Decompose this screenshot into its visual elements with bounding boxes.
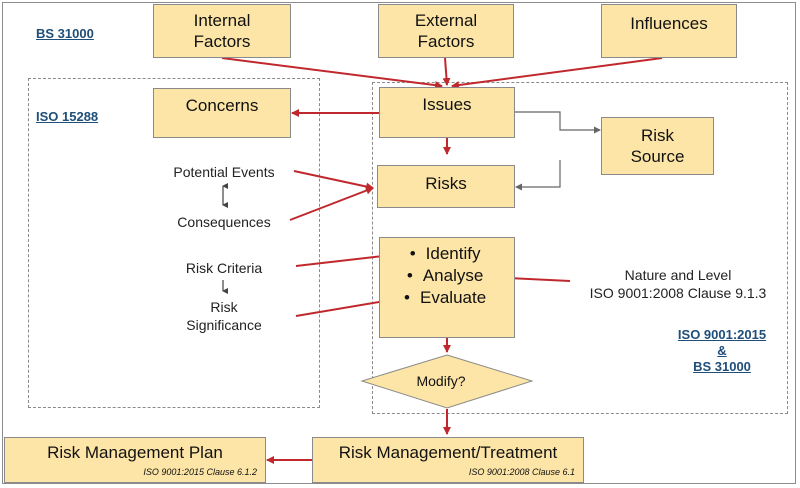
step-identify: •Identify: [409, 244, 481, 263]
identify-analyse-evaluate-box: •Identify •Analyse •Evaluate: [379, 237, 515, 338]
modify-label: Modify?: [416, 373, 465, 389]
iso15288-label: ISO 15288: [36, 109, 99, 124]
arrow-events-to-risks: [293, 170, 374, 191]
external-factors-box: External Factors: [378, 4, 514, 58]
internal-factors-box: Internal Factors: [153, 4, 291, 58]
step-evaluate: •Evaluate: [404, 288, 487, 307]
concerns-box: Concerns: [153, 88, 291, 138]
risk-criteria-label: Risk Criteria: [185, 260, 263, 276]
arrow-issues-to-source: [515, 111, 601, 134]
arrow-internal-to-issues: [221, 57, 443, 90]
potential-events-label: Potential Events: [173, 164, 275, 180]
risk-source-box: Risk Source: [601, 117, 714, 175]
risks-box: Risks: [377, 165, 515, 208]
treatment-clause: ISO 9001:2008 Clause 6.1: [468, 467, 575, 477]
iso9001-bs31000-label: ISO 9001:2015 & BS 31000: [677, 327, 767, 374]
arrow-source-to-risks: [515, 160, 561, 191]
step-analyse: •Analyse: [406, 266, 484, 285]
iso9001-region: [372, 82, 788, 414]
issues-box: Issues: [379, 87, 515, 138]
modify-diamond: [360, 354, 534, 409]
risk-treatment-box: Risk Management/Treatment ISO 9001:2008 …: [312, 437, 584, 483]
arrow-external-to-issues: [442, 57, 451, 86]
arrow-consequences-to-risks: [289, 186, 374, 221]
influences-box: Influences: [601, 4, 737, 58]
arrow-influences-to-issues: [451, 57, 663, 90]
nature-level-label: Nature and Level ISO 9001:2008 Clause 9.…: [589, 267, 767, 301]
plan-clause: ISO 9001:2015 Clause 6.1.2: [143, 467, 257, 477]
bs31000-label-top: BS 31000: [36, 26, 94, 41]
risk-management-plan-box: Risk Management Plan ISO 9001:2015 Claus…: [4, 437, 266, 483]
assess-steps-list: •Identify •Analyse •Evaluate: [394, 243, 486, 309]
consequences-label: Consequences: [177, 214, 271, 230]
risk-significance-label: Risk Significance: [186, 299, 262, 333]
iso15288-region: [28, 78, 320, 408]
